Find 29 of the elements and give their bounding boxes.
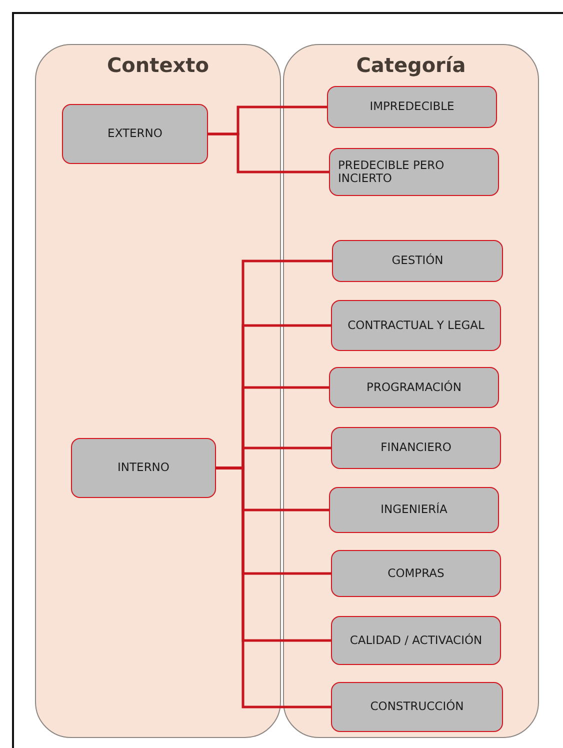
category-box xyxy=(331,616,501,665)
category-box xyxy=(329,148,499,196)
box-label: EXTERNO xyxy=(106,127,164,141)
box-label: GESTIÓN xyxy=(390,254,444,268)
column-heading: Categoría xyxy=(355,53,467,77)
category-box xyxy=(331,682,503,732)
category-box xyxy=(331,300,501,351)
box-label: CONSTRUCCIÓN xyxy=(369,700,465,714)
column-panel xyxy=(35,44,281,738)
category-box xyxy=(329,367,499,408)
category-box xyxy=(327,86,497,128)
category-box xyxy=(71,438,216,498)
box-label: IMPREDECIBLE xyxy=(368,100,456,114)
box-label: INTERNO xyxy=(116,461,170,475)
box-label: PROGRAMACIÓN xyxy=(366,380,462,394)
category-box xyxy=(331,427,501,469)
box-label: COMPRAS xyxy=(386,566,446,580)
category-box xyxy=(332,240,503,282)
category-box xyxy=(329,487,499,533)
box-label: INGENIERÍA xyxy=(380,503,448,517)
column-panel xyxy=(283,44,539,738)
box-label: FINANCIERO xyxy=(380,441,452,455)
category-box xyxy=(62,104,208,164)
box-label: CALIDAD / ACTIVACIÓN xyxy=(348,634,484,648)
column-heading: Contexto xyxy=(106,53,210,77)
connector-line xyxy=(208,132,329,174)
box-label: PREDECIBLE PERO INCIERTO xyxy=(337,158,446,186)
category-box xyxy=(331,550,501,597)
box-label: CONTRACTUAL Y LEGAL xyxy=(346,318,486,332)
